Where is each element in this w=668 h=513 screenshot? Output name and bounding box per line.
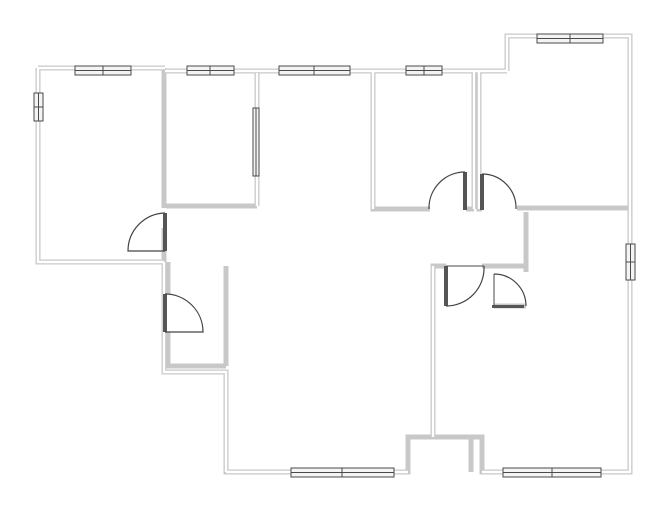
door-room-5 bbox=[480, 173, 517, 210]
wall-right-closet bbox=[494, 266, 529, 309]
wall-room-5 bbox=[476, 33, 633, 212]
window-top-5 bbox=[536, 33, 604, 44]
door-room-4 bbox=[428, 171, 467, 210]
window-left bbox=[33, 92, 44, 122]
window-right bbox=[625, 243, 636, 281]
window-bottom-1 bbox=[290, 467, 395, 478]
window-top-4 bbox=[405, 65, 443, 76]
window-bottom-2 bbox=[502, 467, 602, 478]
window-top-2 bbox=[186, 65, 235, 76]
window-top-1 bbox=[74, 65, 132, 76]
door-bathroom bbox=[163, 293, 204, 333]
door-left-bedroom bbox=[127, 212, 167, 252]
wall-right-living bbox=[430, 208, 633, 475]
door-living-entrance bbox=[444, 265, 485, 307]
window-interior-bedroom-2 bbox=[252, 107, 260, 177]
wall-left-bedroom bbox=[35, 65, 167, 265]
walls bbox=[35, 33, 633, 475]
wall-room-4 bbox=[370, 71, 477, 212]
window-top-3 bbox=[278, 65, 351, 76]
wall-bedroom-2 bbox=[166, 73, 260, 209]
door-right-closet bbox=[492, 273, 527, 308]
wall-corridor bbox=[165, 262, 229, 369]
wall-highlights bbox=[36, 34, 632, 474]
doors bbox=[127, 171, 527, 333]
windows bbox=[33, 33, 636, 478]
